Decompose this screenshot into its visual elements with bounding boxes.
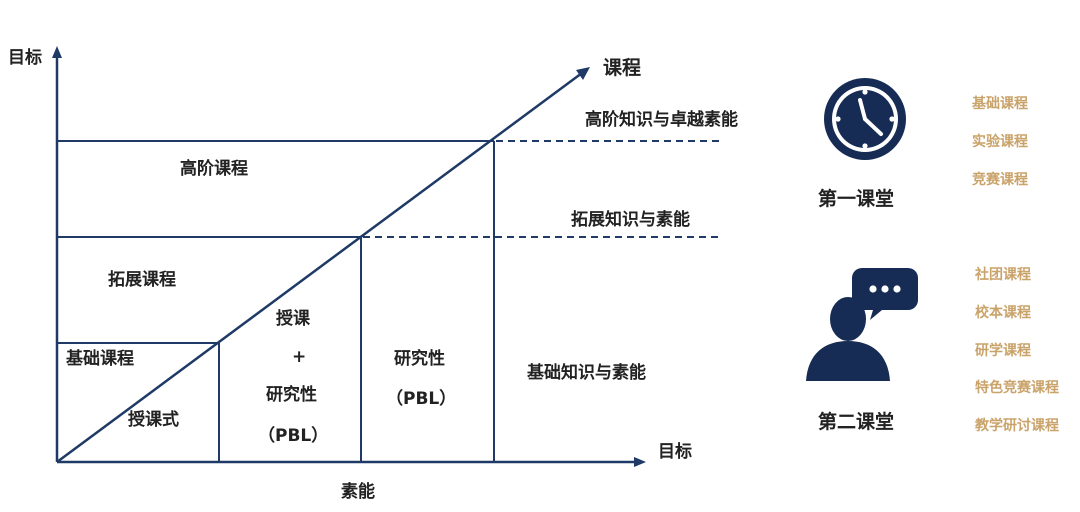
method-mixed: 授课 + 研究性 （PBL） (258, 308, 328, 446)
right-label-middle: 拓展知识与素能 (571, 209, 690, 230)
classroom2-item: 研学课程 (975, 342, 1031, 359)
diagonal-axis-arrow (576, 67, 590, 80)
base-level-label: 基础课程 (65, 348, 134, 369)
classroom1-item: 实验课程 (972, 133, 1028, 150)
method-mixed-line1: 授课 (276, 308, 311, 329)
method-research-line1: 研究性 (394, 348, 445, 369)
speaker-chat-icon (806, 268, 918, 381)
classroom1-item: 基础课程 (972, 95, 1028, 112)
method-research-line2: （PBL） (386, 388, 456, 409)
x-axis-arrow (634, 457, 646, 467)
classroom2-item: 社团课程 (974, 266, 1031, 283)
classroom2-title: 第二课堂 (818, 410, 894, 433)
classroom2-item: 特色竞赛课程 (975, 379, 1059, 396)
method-mixed-line2: 研究性 (266, 384, 317, 405)
classroom2-item: 校本课程 (975, 304, 1031, 321)
method-mixed-line3: （PBL） (258, 425, 328, 446)
classroom1-item: 竞赛课程 (972, 171, 1028, 188)
classroom2-item: 教学研讨课程 (975, 417, 1059, 434)
method-lecture: 授课式 (128, 409, 179, 430)
y-axis-label: 目标 (8, 47, 42, 68)
y-axis-arrow (52, 46, 62, 58)
middle-level-label: 拓展课程 (108, 270, 176, 290)
x-axis-label: 目标 (658, 441, 692, 462)
diagonal-axis (56, 71, 583, 464)
classroom2-items: 社团课程 校本课程 研学课程 特色竞赛课程 教学研讨课程 (974, 266, 1059, 434)
level-lines (57, 140, 722, 344)
clock-icon (824, 78, 906, 160)
right-label-top: 高阶知识与卓越素能 (585, 109, 738, 130)
x-axis-sublabel: 素能 (341, 481, 375, 502)
method-research: 研究性 （PBL） (386, 348, 456, 409)
right-label-base: 基础知识与素能 (526, 362, 646, 383)
column-dividers (218, 141, 495, 462)
diagonal-axis-label: 课程 (603, 57, 641, 79)
classroom1-title: 第一课堂 (818, 187, 894, 210)
classroom1-items: 基础课程 实验课程 竞赛课程 (972, 95, 1028, 188)
axes (52, 46, 646, 467)
top-level-label: 高阶课程 (180, 158, 248, 179)
method-mixed-plus: + (292, 347, 306, 367)
